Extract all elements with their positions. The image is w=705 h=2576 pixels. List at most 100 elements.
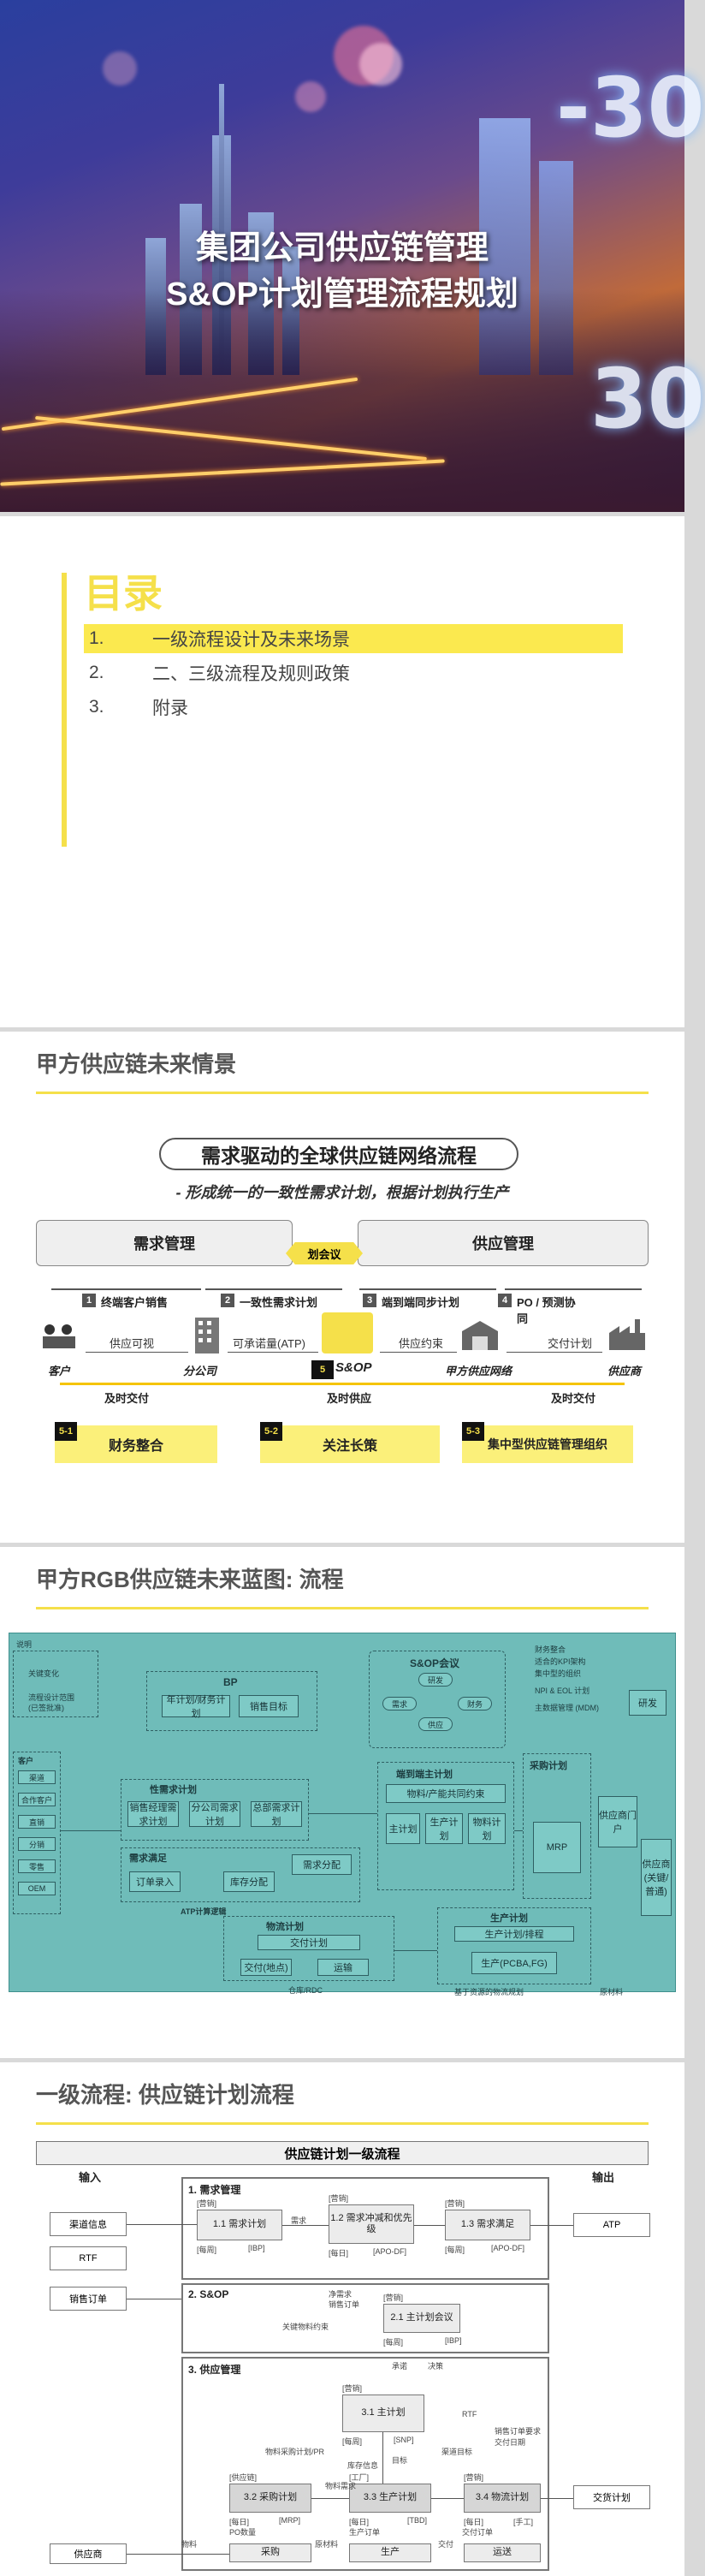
process-1-3[interactable]: 1.3 需求满足 bbox=[445, 2210, 530, 2240]
warehouse-label: 仓库/RDC bbox=[288, 1986, 323, 1995]
process-1-2[interactable]: 1.2 需求冲减和优先级 bbox=[329, 2204, 414, 2244]
flow-note: 销售订单 bbox=[329, 2300, 360, 2309]
process-3-4[interactable]: 3.4 物流计划 bbox=[464, 2484, 541, 2513]
process-3-3[interactable]: 3.3 生产计划 bbox=[349, 2484, 431, 2513]
cover-title-line1: 集团公司供应链管理 bbox=[195, 230, 489, 266]
warehouse-icon bbox=[462, 1321, 498, 1350]
owner: [工厂] bbox=[349, 2473, 370, 2482]
key-enabler: NPI & EOL 计划 bbox=[535, 1687, 590, 1695]
flow-note: 渠道目标 bbox=[441, 2448, 473, 2456]
enabler-tag: 5-1 bbox=[55, 1422, 77, 1441]
flow-slide: 一级流程: 供应链计划流程 供应链计划一级流程 输入 输出 渠道信息 RTF 销… bbox=[0, 2062, 684, 2576]
enabler-finance: 财务整合 bbox=[55, 1425, 217, 1463]
blueprint-slide: 甲方RGB供应链未来蓝图: 流程 说明 关键变化 流程设计范围 (已签批准) B… bbox=[0, 1547, 684, 2058]
bp-item: 销售目标 bbox=[239, 1695, 299, 1717]
e2e-item: 物料/产能共同约束 bbox=[386, 1784, 506, 1803]
vision-slide: 甲方供应链未来情景 需求驱动的全球供应链网络流程 - 形成统一的一致性需求计划，… bbox=[0, 1032, 684, 1543]
lane-demand bbox=[181, 2177, 549, 2280]
e2e-title: 端到端主计划 bbox=[396, 1770, 453, 1780]
cover-slide: -30 30 集团公司供应链管理 S&OP计划管理流程规划 bbox=[0, 0, 705, 512]
sop-frame bbox=[369, 1651, 506, 1748]
connector bbox=[505, 1288, 642, 1290]
bokeh-light bbox=[103, 51, 137, 86]
header-underline bbox=[36, 1092, 649, 1094]
flow-line bbox=[86, 1352, 188, 1353]
customer-title: 客户 bbox=[18, 1757, 34, 1765]
owner: [营销] bbox=[342, 2384, 363, 2393]
sop-role: 供应 bbox=[418, 1717, 453, 1731]
sop-meeting-title: S&OP会议 bbox=[410, 1657, 460, 1669]
production-frame bbox=[437, 1907, 591, 1984]
sys: [IBP] bbox=[445, 2336, 462, 2345]
enabler-longterm: 关注长策 bbox=[260, 1425, 440, 1463]
flow-line bbox=[61, 1830, 121, 1831]
atp-label: ATP计算逻辑 bbox=[181, 1907, 227, 1916]
link-atp: 可承诺量(ATP) bbox=[233, 1337, 305, 1350]
customer-item: 分销 bbox=[18, 1837, 56, 1851]
toc-item-2[interactable]: 2. 二、三级流程及规则政策 bbox=[84, 658, 623, 687]
owner: [营销] bbox=[464, 2473, 484, 2482]
node-sop: S&OP bbox=[335, 1360, 372, 1375]
arrow-line bbox=[127, 2224, 197, 2225]
purchase-title: 采购计划 bbox=[530, 1761, 567, 1771]
flow-line bbox=[309, 1813, 377, 1814]
customer-icon bbox=[43, 1324, 75, 1348]
delivery-2: 及时供应 bbox=[327, 1392, 372, 1405]
sop-role: 财务 bbox=[458, 1697, 492, 1710]
flow-line bbox=[380, 1352, 457, 1353]
legend-frame bbox=[13, 1651, 98, 1717]
arrow-line bbox=[414, 2225, 445, 2226]
toc-accent-bar bbox=[62, 573, 67, 847]
owner: [营销] bbox=[197, 2199, 217, 2208]
process-1-1[interactable]: 1.1 需求计划 bbox=[197, 2210, 282, 2240]
arrow-line bbox=[382, 2432, 383, 2484]
factory-icon bbox=[609, 1319, 645, 1350]
sop-role: 研发 bbox=[418, 1673, 453, 1687]
output-header: 输出 bbox=[592, 2171, 615, 2184]
toc-item-3[interactable]: 3. 附录 bbox=[84, 693, 623, 722]
lane-sop bbox=[181, 2283, 549, 2353]
flow-note: 原材料 bbox=[315, 2540, 339, 2549]
freq: [每周] bbox=[383, 2338, 404, 2347]
demand-item: 分公司需求计划 bbox=[189, 1801, 240, 1827]
connector bbox=[205, 1288, 342, 1290]
node-network: 甲方供应网络 bbox=[445, 1365, 512, 1377]
skyscraper-spire bbox=[219, 84, 224, 375]
process-2-1[interactable]: 2.1 主计划会议 bbox=[383, 2304, 460, 2333]
demand-item: 销售经理需求计划 bbox=[127, 1801, 179, 1827]
supply-management-box: 供应管理 bbox=[358, 1220, 649, 1266]
bp-frame bbox=[146, 1671, 317, 1731]
fulfil-item: 订单录入 bbox=[129, 1871, 181, 1892]
arrow-line bbox=[530, 2225, 573, 2226]
process-3-1[interactable]: 3.1 主计划 bbox=[342, 2395, 424, 2432]
lane-sop-title: 2. S&OP bbox=[188, 2288, 229, 2300]
owner: [营销] bbox=[383, 2293, 404, 2302]
sop-people-icon bbox=[322, 1312, 373, 1353]
toc-item-1[interactable]: 1. 一级流程设计及未来场景 bbox=[84, 624, 623, 653]
slide-header: 甲方供应链未来情景 bbox=[36, 1051, 237, 1077]
fulfil-frame bbox=[121, 1847, 360, 1902]
key-enabler: 适合的KPI架构 bbox=[535, 1657, 586, 1666]
city-base bbox=[0, 289, 684, 512]
input-header: 输入 bbox=[79, 2171, 102, 2184]
bottom-purchase: 采购 bbox=[229, 2543, 311, 2562]
flow-note: 生产订单 bbox=[349, 2528, 381, 2537]
legend-item: 关键变化 bbox=[28, 1669, 60, 1678]
freq: [每周] bbox=[342, 2437, 363, 2446]
freq: [每日] bbox=[229, 2518, 250, 2526]
lane-supply-title: 3. 供应管理 bbox=[188, 2364, 241, 2376]
sop-role: 需求 bbox=[382, 1697, 417, 1710]
flow-note: 目标 bbox=[392, 2456, 408, 2465]
logistics-item: 交付计划 bbox=[258, 1935, 360, 1950]
input-rtf: RTF bbox=[50, 2246, 127, 2270]
input-channel-info: 渠道信息 bbox=[50, 2212, 127, 2236]
toc-item-label: 一级流程设计及未来场景 bbox=[152, 630, 350, 650]
flow-note: 库存信息 bbox=[347, 2461, 379, 2470]
process-3-2[interactable]: 3.2 采购计划 bbox=[229, 2484, 311, 2513]
big-number-top: -30 bbox=[556, 60, 705, 156]
big-number-bottom: 30 bbox=[590, 351, 705, 447]
flow-note: PO数量 bbox=[229, 2528, 257, 2537]
sys: [MRP] bbox=[279, 2516, 301, 2525]
